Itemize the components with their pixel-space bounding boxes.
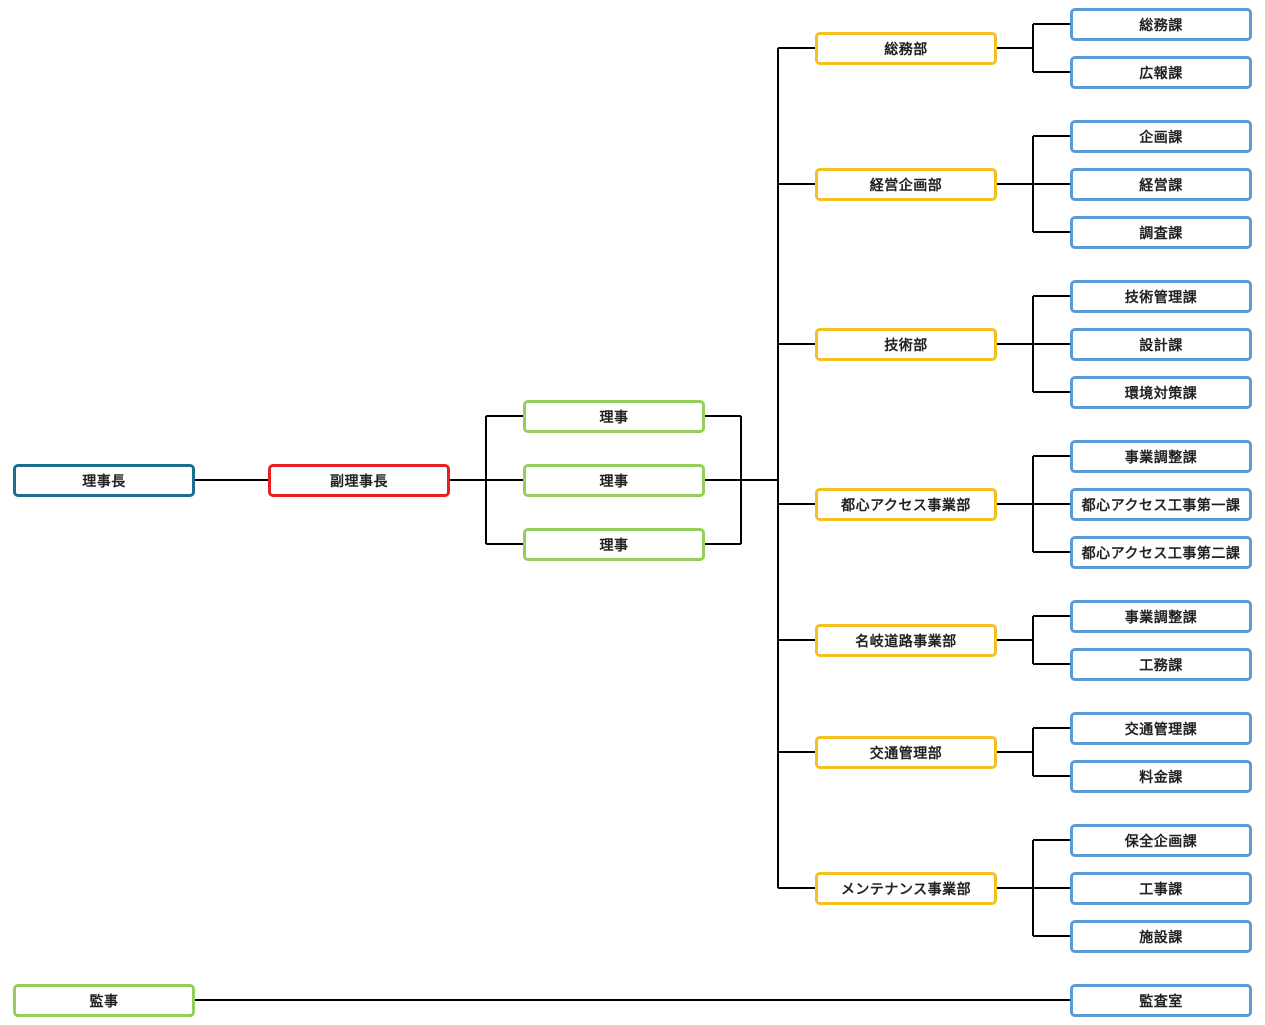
- section-box: 都心アクセス工事第二課: [1070, 536, 1252, 569]
- section-box: 企画課: [1070, 120, 1252, 153]
- section-box: 広報課: [1070, 56, 1252, 89]
- department-box: 総務部: [815, 32, 997, 65]
- section-box: 料金課: [1070, 760, 1252, 793]
- section-box: 調査課: [1070, 216, 1252, 249]
- department-box: 技術部: [815, 328, 997, 361]
- director-box: 理事: [523, 400, 705, 433]
- section-box: 事業調整課: [1070, 600, 1252, 633]
- section-box: 環境対策課: [1070, 376, 1252, 409]
- department-box: 都心アクセス事業部: [815, 488, 997, 521]
- audit-office-box: 監査室: [1070, 984, 1252, 1017]
- department-box: 名岐道路事業部: [815, 624, 997, 657]
- auditor-box: 監事: [13, 984, 195, 1017]
- department-box: 経営企画部: [815, 168, 997, 201]
- section-box: 事業調整課: [1070, 440, 1252, 473]
- section-box: 経営課: [1070, 168, 1252, 201]
- vice-chairman-box: 副理事長: [268, 464, 450, 497]
- department-box: 交通管理部: [815, 736, 997, 769]
- section-box: 設計課: [1070, 328, 1252, 361]
- section-box: 技術管理課: [1070, 280, 1252, 313]
- section-box: 施設課: [1070, 920, 1252, 953]
- section-box: 都心アクセス工事第一課: [1070, 488, 1252, 521]
- director-box: 理事: [523, 528, 705, 561]
- section-box: 工事課: [1070, 872, 1252, 905]
- chairman-box: 理事長: [13, 464, 195, 497]
- section-box: 交通管理課: [1070, 712, 1252, 745]
- section-box: 総務課: [1070, 8, 1252, 41]
- department-box: メンテナンス事業部: [815, 872, 997, 905]
- section-box: 保全企画課: [1070, 824, 1252, 857]
- section-box: 工務課: [1070, 648, 1252, 681]
- director-box: 理事: [523, 464, 705, 497]
